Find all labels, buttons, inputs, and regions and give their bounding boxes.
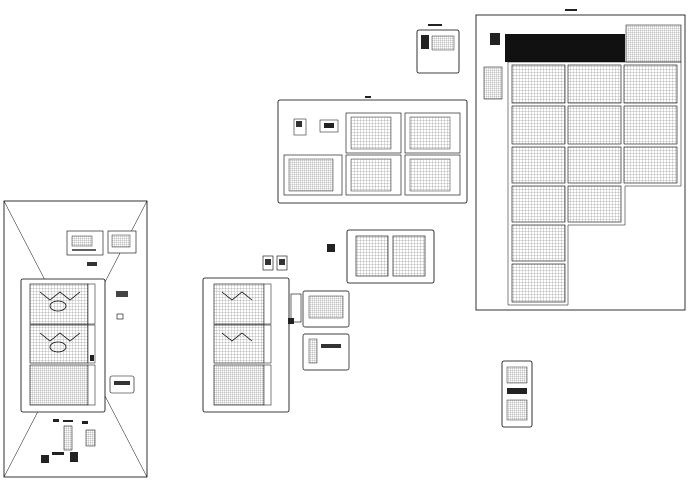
center-pair-sheet-2: [392, 235, 426, 277]
large-plan-r2c3[interactable]: [623, 105, 678, 145]
large-right-sheet-group[interactable]: [475, 9, 686, 311]
large-legend-table: [483, 66, 503, 100]
upper-middle-sheet-group[interactable]: [277, 96, 468, 204]
large-plan-r5c1[interactable]: [511, 224, 566, 262]
middle-plan-sheet-3[interactable]: [213, 364, 272, 406]
left-symbol-a: [116, 291, 128, 297]
large-plan-r3c1[interactable]: [511, 146, 566, 184]
large-plan-r1c2[interactable]: [567, 64, 622, 104]
large-plan-r4c2[interactable]: [567, 185, 622, 223]
large-plan-r1c3[interactable]: [623, 64, 678, 104]
left-side-mark: [90, 355, 94, 361]
center-detail-sheets[interactable]: [302, 229, 435, 371]
left-outer-frame: [3, 200, 148, 478]
top-small-sheet[interactable]: [416, 24, 460, 74]
large-plan-r6c1[interactable]: [511, 263, 566, 303]
left-plan-sheet-1[interactable]: [29, 283, 96, 325]
middle-left-sheet-group[interactable]: [202, 255, 302, 413]
upper-title-mark: [365, 96, 371, 98]
large-plan-r4c1[interactable]: [511, 185, 566, 223]
left-note-block: [87, 262, 97, 266]
large-stepped-outline: [507, 61, 682, 306]
small-mark: [288, 318, 294, 324]
left-symbol-b: [116, 313, 124, 320]
left-bottom-details[interactable]: [41, 419, 96, 463]
left-sheet-group[interactable]: [3, 200, 148, 478]
top-title-mark: [428, 24, 442, 26]
middle-plan-sheet-2[interactable]: [213, 324, 272, 364]
left-plan-sheet-2[interactable]: [29, 324, 96, 364]
left-legend-bar: [114, 381, 130, 385]
small-vertical-note: [290, 293, 302, 323]
large-title-mark: [565, 9, 577, 11]
middle-plan-sheet-1[interactable]: [213, 283, 272, 325]
bottom-right-sheet[interactable]: [501, 360, 533, 428]
large-header-bar: [505, 34, 625, 62]
large-plan-r3c2[interactable]: [567, 146, 622, 184]
large-plan-r2c2[interactable]: [567, 105, 622, 145]
large-plan-r3c3[interactable]: [623, 146, 678, 184]
center-pair-sheet-1: [355, 235, 389, 277]
large-plan-r1c1[interactable]: [511, 64, 566, 104]
center-mark: [327, 244, 335, 252]
left-plan-sheet-3[interactable]: [29, 364, 96, 406]
large-header-grid: [625, 24, 682, 63]
large-note-block: [490, 33, 500, 45]
left-detail-sheet-a[interactable]: [66, 230, 104, 256]
large-plan-r2c1[interactable]: [511, 105, 566, 145]
left-detail-sheet-b[interactable]: [107, 230, 137, 254]
